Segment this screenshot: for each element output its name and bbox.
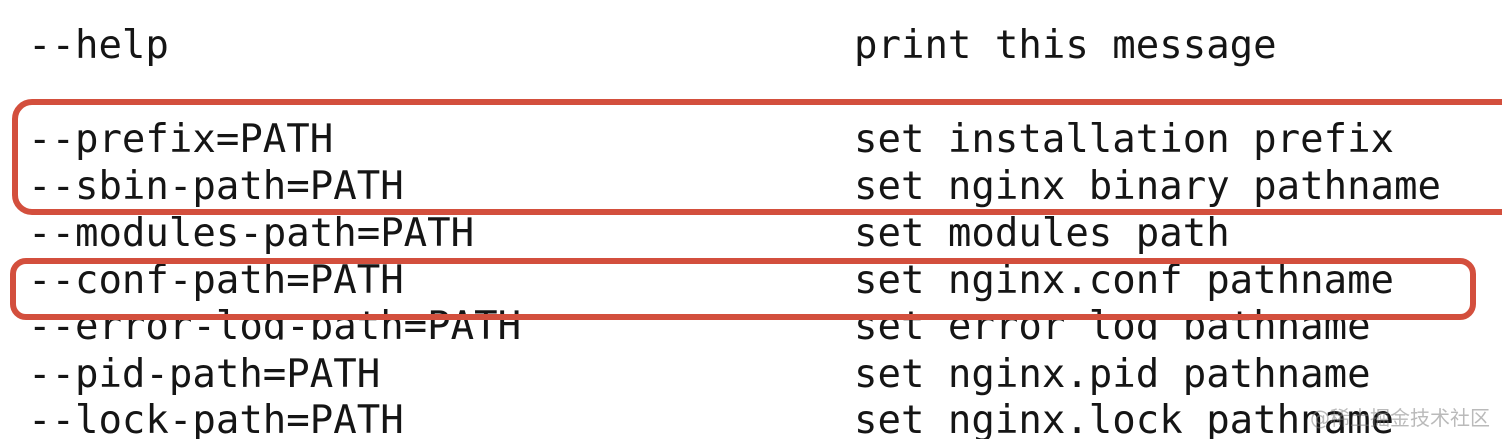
- option-flag: --lock-path=PATH: [28, 398, 404, 439]
- option-flag: --help: [28, 23, 169, 68]
- option-flag: --pid-path=PATH: [28, 352, 381, 397]
- option-description: set nginx.conf pathname: [854, 258, 1395, 303]
- option-description: set modules path: [854, 211, 1230, 256]
- option-row-conf-path: --conf-path=PATH set nginx.conf pathname: [0, 257, 1502, 304]
- option-row-modules-path: --modules-path=PATH set modules path: [0, 210, 1502, 257]
- option-flag: --sbin-path=PATH: [28, 164, 404, 209]
- option-flag: --conf-path=PATH: [28, 258, 404, 303]
- option-description: set nginx binary pathname: [854, 164, 1441, 209]
- option-description: set nginx.pid pathname: [854, 352, 1371, 397]
- option-description: set nginx.lock pathname: [854, 398, 1395, 439]
- watermark: @稀土掘金技术社区: [1310, 406, 1490, 430]
- option-row-pid-path: --pid-path=PATH set nginx.pid pathname: [0, 351, 1502, 398]
- option-row-error-log-path: --error-log-path=PATH set error log path…: [0, 303, 1502, 349]
- option-description: print this message: [854, 23, 1277, 68]
- option-row-lock-path: --lock-path=PATH set nginx.lock pathname: [0, 397, 1502, 439]
- option-row-help: --help print this message: [0, 22, 1502, 69]
- option-flag: --modules-path=PATH: [28, 211, 475, 256]
- option-flag: --error-log-path=PATH: [28, 304, 522, 349]
- option-description: set installation prefix: [854, 117, 1395, 162]
- option-description: set error log pathname: [854, 304, 1371, 349]
- option-row-prefix: --prefix=PATH set installation prefix: [0, 116, 1502, 163]
- option-row-sbin-path: --sbin-path=PATH set nginx binary pathna…: [0, 163, 1502, 210]
- option-flag: --prefix=PATH: [28, 117, 334, 162]
